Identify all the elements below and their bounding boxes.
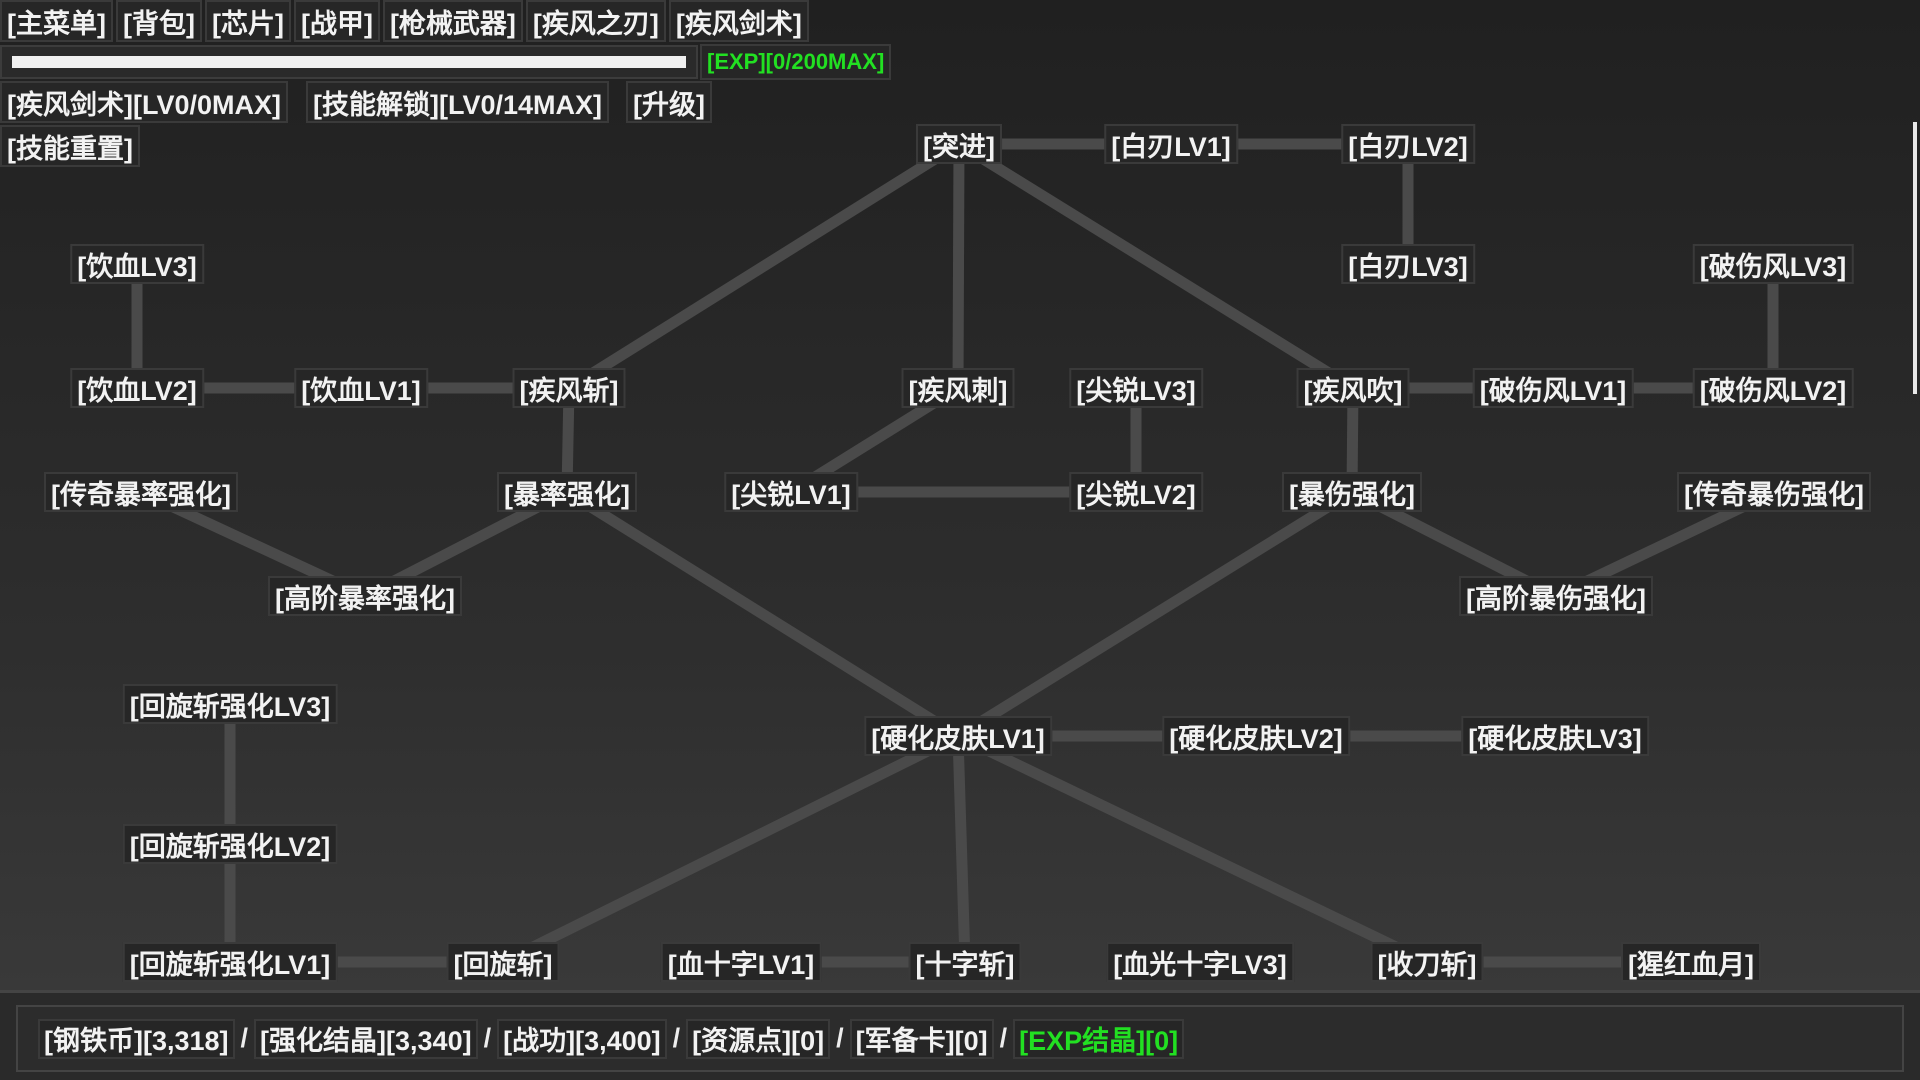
edge-baolv-yinghua1 [564, 487, 961, 741]
skill-node-bairen3[interactable]: [白刃LV3] [1341, 244, 1475, 284]
resource-steel-coin: [钢铁币][3,318] [38, 1018, 235, 1059]
skill-unlock: [技能解锁][LV0/14MAX] [306, 81, 610, 123]
skill-node-jianrui2[interactable]: [尖锐LV2] [1069, 472, 1203, 512]
skill-node-yinxue2[interactable]: [饮血LV2] [70, 368, 204, 408]
edge-yinghua1-huixuanzhan [500, 731, 961, 967]
skill-node-gaojiebaoshang[interactable]: [高阶暴伤强化] [1459, 576, 1653, 616]
skill-node-baolv[interactable]: [暴率强化] [497, 472, 637, 512]
skill-node-jianrui1[interactable]: [尖锐LV1] [724, 472, 858, 512]
skill-node-shoudaozhan[interactable]: [收刀斩] [1370, 942, 1484, 982]
resource-armament-card: [军备卡][0] [849, 1018, 994, 1059]
skill-node-huixuan3[interactable]: [回旋斩强化LV3] [122, 684, 338, 724]
skill-node-xueshizi1[interactable]: [血十字LV1] [660, 942, 822, 982]
skill-reset-button[interactable]: [技能重置] [0, 125, 140, 167]
skill-node-gaojiebaolv[interactable]: [高阶暴率强化] [268, 576, 462, 616]
skill-node-bairen2[interactable]: [白刃LV2] [1341, 124, 1475, 164]
menu-armor[interactable]: [战甲] [293, 0, 380, 42]
skill-node-chuanqibaoshang[interactable]: [传奇暴伤强化] [1677, 472, 1871, 512]
exp-progress-track [12, 56, 686, 68]
skill-node-xinghong[interactable]: [猩红血月] [1621, 942, 1761, 982]
skill-node-baoshang[interactable]: [暴伤强化] [1282, 472, 1422, 512]
edge-tujin-jifengzhan [566, 139, 962, 393]
separator: / [240, 1023, 249, 1053]
separator: / [483, 1023, 492, 1053]
resource-merit: [战功][3,400] [497, 1018, 667, 1059]
skill-level: [疾风剑术][LV0/0MAX] [0, 81, 288, 123]
skill-node-chuanqibaolv[interactable]: [传奇暴率强化] [44, 472, 238, 512]
edge-tujin-jifengci [952, 143, 965, 389]
menu-backpack[interactable]: [背包] [115, 0, 202, 42]
skill-node-yinghua3[interactable]: [硬化皮肤LV3] [1461, 716, 1649, 756]
skill-node-yinxue1[interactable]: [饮血LV1] [294, 368, 428, 408]
skill-node-poshang2[interactable]: [破伤风LV2] [1692, 368, 1854, 408]
skill-node-poshang1[interactable]: [破伤风LV1] [1472, 368, 1634, 408]
resource-points: [资源点][0] [686, 1018, 831, 1059]
skill-node-tujin[interactable]: [突进] [916, 124, 1002, 164]
resource-bar: [钢铁币][3,318]/ [强化结晶][3,340]/ [战功][3,400]… [0, 990, 1920, 1080]
edge-baoshang-yinghua1 [955, 487, 1355, 741]
menu-wind-swordsmanship[interactable]: [疾风剑术] [668, 0, 809, 42]
skill-node-yinxue3[interactable]: [饮血LV3] [70, 244, 204, 284]
skill-node-jifengzhan[interactable]: [疾风斩] [512, 368, 626, 408]
skill-node-poshang3[interactable]: [破伤风LV3] [1692, 244, 1854, 284]
skill-node-jifengci[interactable]: [疾风刺] [901, 368, 1015, 408]
resource-exp-crystal: [EXP结晶][0] [1013, 1018, 1185, 1059]
skill-node-bairen1[interactable]: [白刃LV1] [1104, 124, 1238, 164]
separator: / [999, 1023, 1008, 1053]
edge-tujin-jifengchui [956, 139, 1356, 393]
edge-yinghua1-shizizhan [952, 735, 971, 963]
separator: / [672, 1023, 681, 1053]
skill-node-yinghua2[interactable]: [硬化皮肤LV2] [1162, 716, 1350, 756]
skill-node-jianrui3[interactable]: [尖锐LV3] [1069, 368, 1203, 408]
skill-node-shizizhan[interactable]: [十字斩] [908, 942, 1022, 982]
separator: / [836, 1023, 844, 1053]
scrollbar[interactable] [1913, 122, 1917, 394]
exp-progress-bar [0, 45, 698, 79]
menu-weapons[interactable]: [枪械武器] [382, 0, 523, 42]
exp-label: [EXP][0/200MAX] [700, 44, 892, 80]
top-menu: [主菜单] [背包] [芯片] [战甲] [枪械武器] [疾风之刃] [疾风剑术… [0, 0, 809, 42]
skill-node-jifengchui[interactable]: [疾风吹] [1296, 368, 1410, 408]
skill-node-xueguang3[interactable]: [血光十字LV3] [1106, 942, 1294, 982]
edge-yinghua1-shoudaozhan [955, 731, 1430, 967]
upgrade-button[interactable]: [升级] [626, 81, 712, 123]
menu-main[interactable]: [主菜单] [0, 0, 113, 42]
resource-enhance-crystal: [强化结晶][3,340] [254, 1018, 478, 1059]
skill-node-huixuan1[interactable]: [回旋斩强化LV1] [122, 942, 338, 982]
skill-node-huixuanzhan[interactable]: [回旋斩] [446, 942, 560, 982]
skill-node-huixuan2[interactable]: [回旋斩强化LV2] [122, 824, 338, 864]
menu-wind-blade[interactable]: [疾风之刃] [525, 0, 666, 42]
menu-chip[interactable]: [芯片] [204, 0, 291, 42]
skill-node-yinghua1[interactable]: [硬化皮肤LV1] [864, 716, 1052, 756]
